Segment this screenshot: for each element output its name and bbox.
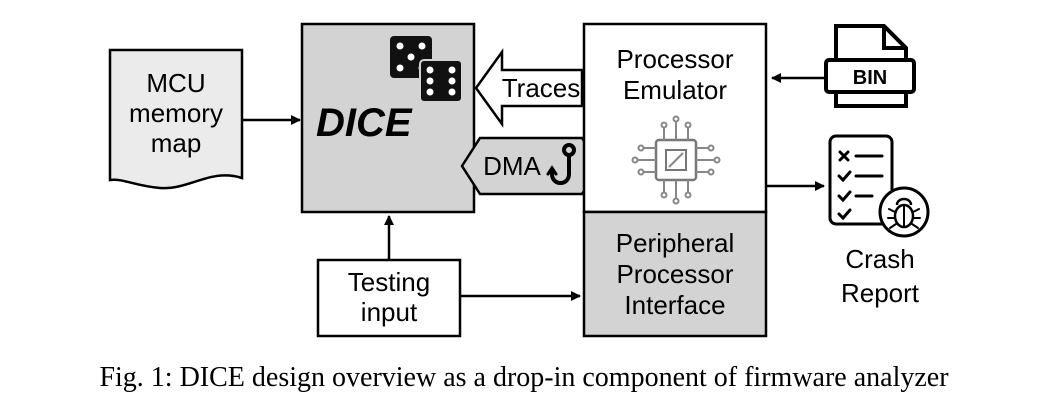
bin-label: BIN xyxy=(853,67,887,89)
peripheral-line-1: Peripheral xyxy=(616,228,735,258)
crash-report-line-1: Crash xyxy=(845,244,914,274)
file-bin-icon: BIN xyxy=(824,24,916,108)
traces-arrow: Traces xyxy=(474,48,584,128)
dma-link: DMA xyxy=(460,136,602,196)
bug-icon xyxy=(878,186,930,238)
testing-input-line-1: Testing xyxy=(348,267,430,297)
testing-input-node: Testing input xyxy=(316,258,462,338)
memory-map-line-1: MCU xyxy=(146,68,205,98)
emulator-line-1: Processor xyxy=(616,44,733,74)
dice-title: DICE xyxy=(316,101,413,145)
memory-map-line-3: map xyxy=(151,128,202,158)
emulator-line-2: Emulator xyxy=(623,75,727,105)
chip-icon xyxy=(631,115,721,205)
figure-caption: Fig. 1: DICE design overview as a drop-i… xyxy=(99,362,949,393)
dice-node: DICE xyxy=(300,22,476,214)
dma-label: DMA xyxy=(483,151,541,181)
peripheral-interface-node: Peripheral Processor Interface xyxy=(582,210,768,338)
peripheral-line-2: Processor xyxy=(616,259,733,289)
dice-icon xyxy=(390,36,463,103)
memory-map-node: MCU memory map xyxy=(108,48,244,190)
checklist-icon xyxy=(828,134,894,226)
memory-map-line-2: memory xyxy=(129,98,223,128)
hook-icon xyxy=(546,143,576,185)
traces-label: Traces xyxy=(502,73,581,103)
testing-input-line-2: input xyxy=(361,297,418,327)
processor-emulator-node: Processor Emulator xyxy=(582,22,768,214)
peripheral-line-3: Interface xyxy=(624,290,725,320)
crash-report-line-2: Report xyxy=(841,278,920,308)
